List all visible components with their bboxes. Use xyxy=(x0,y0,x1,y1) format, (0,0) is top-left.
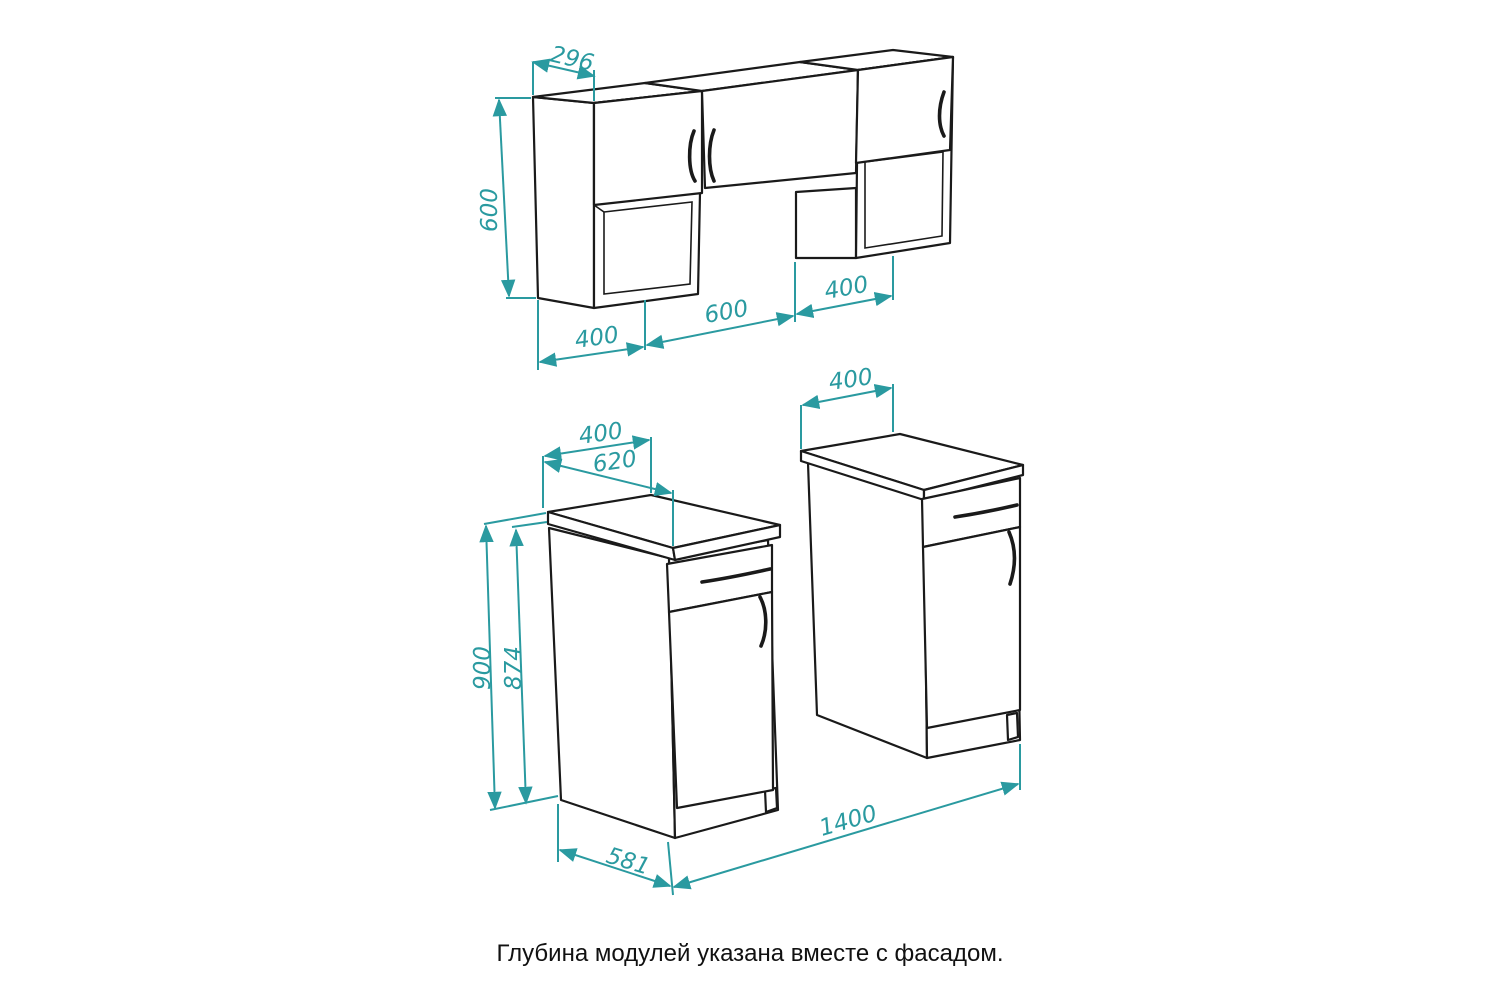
dim-base-depth-bottom: 581 xyxy=(603,843,653,881)
dim-wall-depth: 296 xyxy=(548,42,597,77)
dim-base-height-body: 874 xyxy=(501,646,527,690)
base-cabinet-right xyxy=(799,432,1025,760)
door-handle-icon xyxy=(687,129,697,183)
dim-wall-width-right: 400 xyxy=(823,272,871,305)
wall-cabinets xyxy=(531,48,955,310)
dim-base-height-total: 900 xyxy=(470,646,496,690)
base-dimensions: 400 620 400 900 874 581 1400 xyxy=(470,364,1021,896)
door-handle-icon xyxy=(1007,530,1017,586)
dim-base-width-left: 400 xyxy=(577,418,624,450)
base-door-right xyxy=(921,525,1022,730)
open-shelf-left xyxy=(603,201,693,295)
base-door-left xyxy=(667,590,775,810)
wall-cabinet-right xyxy=(794,48,955,260)
wall-door-right xyxy=(854,55,955,165)
wall-cabinet-middle xyxy=(643,60,860,190)
dim-wall-width-middle: 600 xyxy=(703,296,751,329)
caption-text: Глубина модулей указана вместе с фасадом… xyxy=(496,940,1004,967)
wall-door-middle xyxy=(700,68,860,190)
door-handle-icon xyxy=(707,128,716,183)
drawer-handle-icon xyxy=(953,503,1019,519)
dim-wall-width-left: 400 xyxy=(573,322,620,354)
wall-door-left xyxy=(592,89,704,207)
dim-base-depth-left: 620 xyxy=(591,446,638,478)
wall-cabinet-left xyxy=(531,81,704,310)
dim-base-width-right: 400 xyxy=(827,364,874,396)
base-cabinet-left xyxy=(546,493,782,840)
door-handle-icon xyxy=(758,595,768,648)
drawer-handle-icon xyxy=(700,567,772,584)
door-handle-icon xyxy=(937,90,946,138)
dim-wall-height: 600 xyxy=(477,188,503,232)
